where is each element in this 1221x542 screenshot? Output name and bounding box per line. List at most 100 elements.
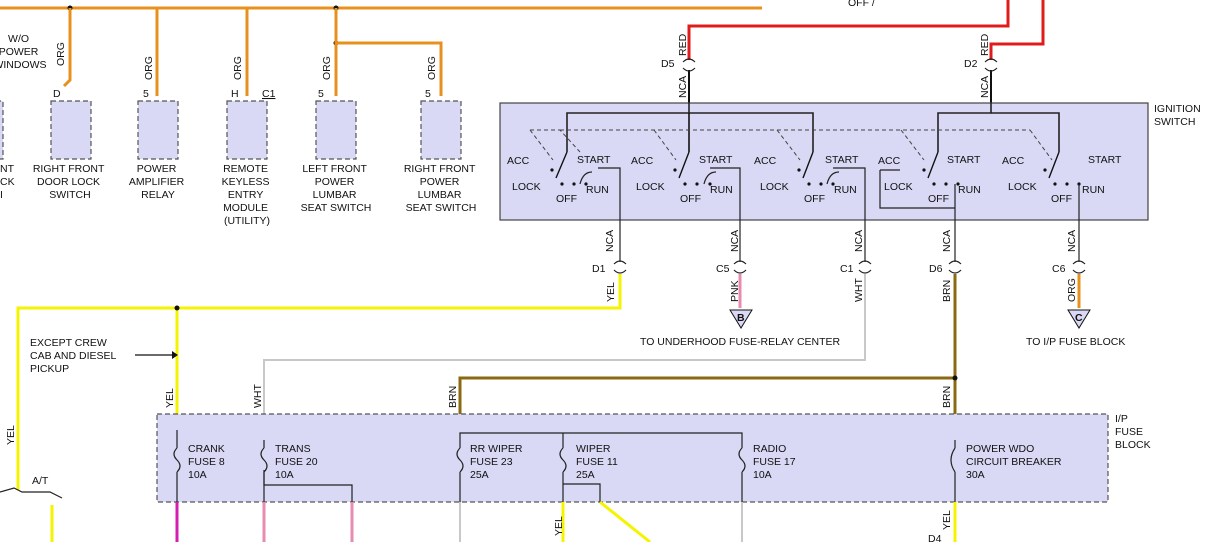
connector-symbol	[682, 58, 696, 72]
note-except: EXCEPT CREW CAB AND DIESEL PICKUP	[30, 337, 119, 375]
switch-section: ACC LOCK OFF RUN START	[507, 151, 621, 262]
component-box	[420, 100, 462, 160]
wire-org	[62, 8, 72, 88]
mechanical-link	[653, 129, 677, 161]
nca-label: NCA	[677, 76, 689, 98]
wire-color-label: ORG	[232, 56, 244, 80]
pin-label: D	[53, 88, 61, 100]
at-connector	[0, 487, 63, 499]
fuse-block-title: I/P FUSE BLOCK	[1115, 413, 1151, 451]
wire-color-label: YEL	[5, 425, 17, 445]
wire-color-label: WHT	[853, 278, 865, 302]
connector-symbol	[984, 58, 998, 72]
nca-label: NCA	[604, 230, 616, 252]
splice	[952, 375, 958, 381]
nca-label: NCA	[941, 230, 953, 252]
svg-text:OFF: OFF	[1051, 193, 1072, 205]
svg-text:LOCK: LOCK	[512, 181, 541, 193]
pin-label: D2	[964, 58, 978, 70]
connector-symbol	[613, 260, 627, 274]
nca-label: NCA	[1066, 230, 1078, 252]
destination-letter: C	[1075, 312, 1083, 324]
pin-label: D1	[592, 263, 606, 275]
pin-label: D6	[929, 263, 943, 275]
pin-label: D4	[928, 533, 942, 542]
pin-label: 5	[143, 88, 149, 100]
pin-label: C1	[840, 263, 854, 275]
svg-text:RUN: RUN	[958, 184, 981, 196]
ignition-switch-box	[499, 102, 1149, 221]
destination-letter: B	[737, 312, 745, 324]
splice	[174, 305, 180, 311]
svg-text:START: START	[947, 154, 981, 166]
wire-color-label: BRN	[941, 280, 953, 302]
svg-text:LOCK: LOCK	[1008, 181, 1037, 193]
connector-symbol	[858, 260, 872, 274]
svg-text:LOCK: LOCK	[760, 181, 789, 193]
switch-section: ACC LOCK OFF RUN START	[878, 151, 981, 262]
svg-text:OFF: OFF	[804, 193, 825, 205]
fuse-bus	[459, 432, 743, 448]
svg-text:START: START	[699, 154, 733, 166]
svg-text:RUN: RUN	[710, 184, 733, 196]
note-ip-fuse: TO I/P FUSE BLOCK	[1026, 336, 1125, 348]
wire-color-label: RED	[677, 33, 689, 56]
note-underhood: TO UNDERHOOD FUSE-RELAY CENTER	[640, 336, 841, 348]
ignition-switch-title: IGNITION SWITCH	[1154, 103, 1204, 128]
component-label: W/O POWER WINDOWS	[0, 33, 47, 71]
switch-section: ACC LOCK OFF RUN START	[1002, 151, 1122, 262]
svg-text:LOCK: LOCK	[636, 181, 665, 193]
svg-text:ACC: ACC	[507, 155, 530, 167]
component-label: REMOTE KEYLESS ENTRY MODULE (UTILITY)	[222, 163, 273, 227]
switch-bus	[566, 103, 690, 152]
pin-label: 5	[425, 88, 431, 100]
svg-text:OFF: OFF	[680, 193, 701, 205]
pin-label: 5	[318, 88, 324, 100]
svg-text:OFF: OFF	[556, 193, 577, 205]
svg-text:RUN: RUN	[834, 184, 857, 196]
connector-symbol	[1072, 260, 1086, 274]
mechanical-link	[776, 129, 801, 161]
mechanical-link	[529, 129, 554, 161]
component-box	[50, 100, 92, 160]
fuse-symbol	[260, 440, 268, 502]
destination-arrow	[1067, 309, 1091, 329]
wire-color-label: PNK	[729, 280, 741, 302]
switch-bus	[879, 170, 955, 209]
wire-color-label: BRN	[941, 386, 953, 408]
component-box-partial	[0, 100, 4, 160]
pin-label: D5	[661, 58, 675, 70]
svg-text:ACC: ACC	[878, 155, 901, 167]
switch-section: ACC LOCK OFF RUN START	[631, 151, 741, 262]
wire-yel	[16, 274, 622, 490]
nca-label: NCA	[979, 76, 991, 98]
component-label: POWER AMPLIFIER RELAY	[129, 163, 187, 201]
switch-bus	[991, 112, 1060, 152]
component-box	[315, 100, 357, 160]
pin-label: C6	[1052, 263, 1066, 275]
nca-label: NCA	[729, 230, 741, 252]
wire-red	[687, 0, 1010, 60]
svg-text:START: START	[1088, 154, 1122, 166]
switch-section: ACC LOCK OFF RUN START	[754, 151, 866, 262]
fuse-symbol	[456, 440, 464, 502]
circuit-breaker-symbol	[950, 440, 956, 502]
destination-arrow	[729, 309, 753, 329]
wire-color-label: YEL	[941, 510, 953, 530]
note-arrow-head	[172, 351, 178, 359]
wire-org	[336, 41, 443, 96]
component-label: LEFT FRONT POWER LUMBAR SEAT SWITCH	[301, 163, 372, 214]
connector-label: C1	[262, 88, 276, 100]
connector-symbol	[948, 260, 962, 274]
wire-color-label: YEL	[553, 516, 565, 536]
wire-color-label: BRN	[447, 386, 459, 408]
connector-symbol	[733, 260, 747, 274]
wire-yel	[599, 500, 651, 542]
wire-color-label: YEL	[164, 388, 176, 408]
mechanical-link	[1029, 129, 1053, 161]
top-fragment-label: OFF /	[848, 0, 875, 9]
